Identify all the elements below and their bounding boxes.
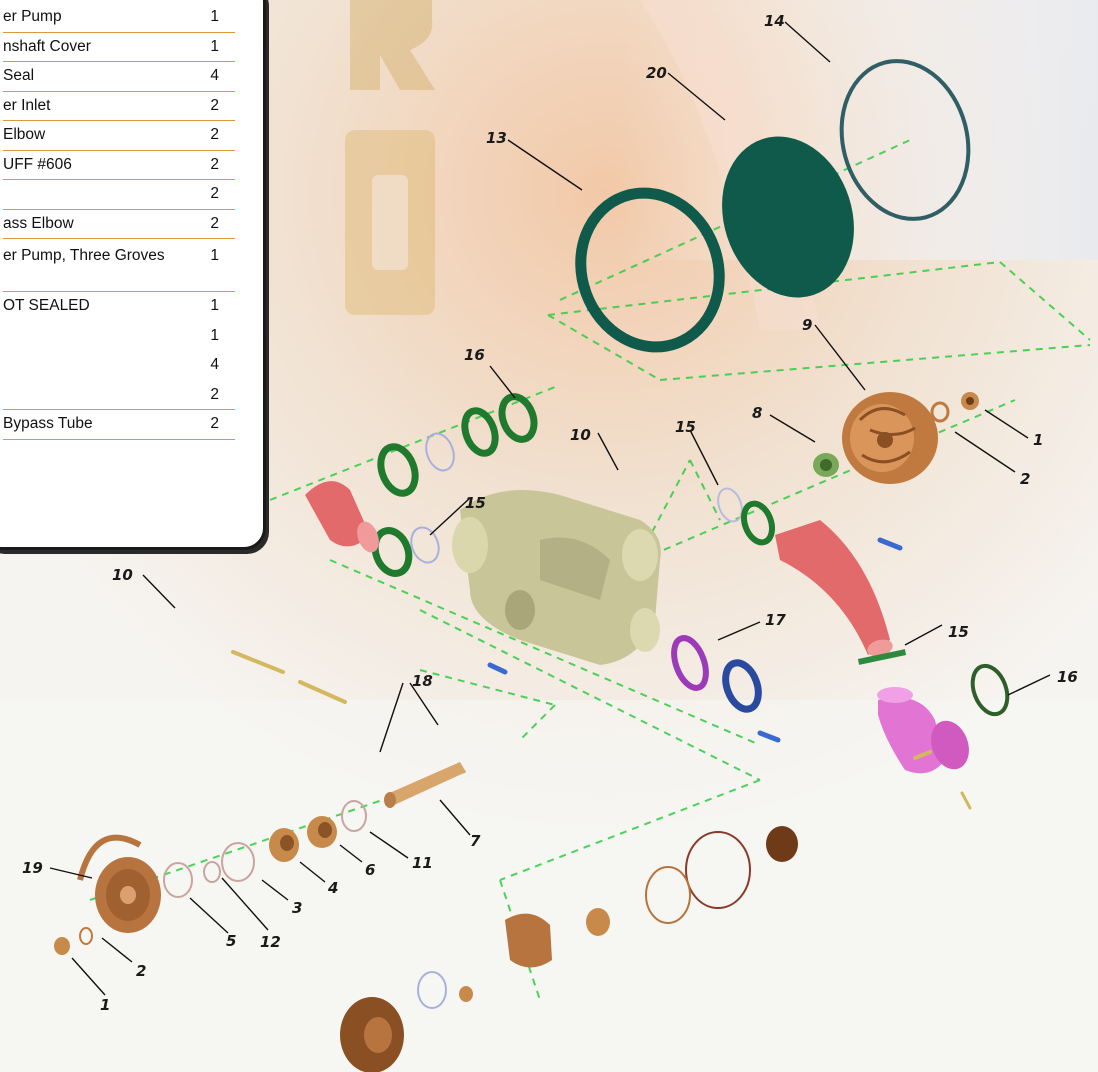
background-letters (345, 0, 435, 315)
callout-5: 5 (226, 932, 236, 950)
hose-elbow-left (305, 481, 379, 553)
callout-2: 2 (1020, 470, 1030, 488)
hose-bypass-tube (775, 520, 893, 657)
callout-1: 1 (1033, 431, 1043, 449)
callout-3: 3 (292, 899, 302, 917)
parts-row: UFF #606 2 (3, 151, 235, 180)
o-ring-15-right (717, 487, 776, 546)
o-rings-lower (163, 800, 367, 898)
part-quantity: 2 (210, 415, 219, 432)
part-quantity: 2 (210, 214, 219, 232)
gasket-16-right (970, 663, 1010, 717)
parts-row: 1 (3, 322, 235, 352)
callout-10-left: 10 (112, 566, 133, 584)
callout-11: 11 (412, 854, 433, 872)
part-description: UFF #606 (3, 155, 72, 173)
parts-list-table: er Pump 1 nshaft Cover 1 Seal 4 er Inlet… (3, 3, 235, 440)
parts-list-panel: er Pump 1 nshaft Cover 1 Seal 4 er Inlet… (0, 0, 266, 550)
gasket-ring-13 (575, 187, 725, 353)
part-quantity: 1 (210, 297, 219, 314)
callout-14: 14 (764, 12, 785, 30)
part-quantity: 1 (210, 326, 219, 344)
parts-row: 2 (3, 180, 235, 210)
bolts (231, 537, 972, 810)
callout-10-top: 10 (570, 426, 591, 444)
gasket-ring-14 (839, 59, 971, 221)
callout-2-bottom: 2 (136, 962, 146, 980)
part-quantity: 2 (210, 96, 219, 114)
part-description: OT SEALED (3, 297, 90, 314)
lower-assembly (340, 826, 798, 1072)
callout-12: 12 (260, 933, 281, 951)
part-quantity: 2 (210, 185, 219, 202)
callout-18: 18 (412, 672, 433, 690)
part-description: er Inlet (3, 96, 51, 114)
part-quantity: 4 (210, 67, 219, 84)
pump-body (452, 490, 661, 665)
clamp-ring-15 (857, 649, 907, 665)
callout-1-bottom: 1 (100, 996, 110, 1014)
parts-row: Seal 4 (3, 62, 235, 92)
callout-9: 9 (802, 316, 812, 334)
callout-15-left: 15 (465, 494, 486, 512)
pulley-19 (77, 834, 161, 933)
part-description: er Pump (3, 8, 62, 25)
callout-labels: 14 20 13 9 8 1 2 16 10 15 15 17 15 16 10… (22, 12, 1078, 1014)
gasket-16-left (371, 393, 538, 577)
parts-row: 2 (3, 381, 235, 410)
nut-1-top (961, 392, 979, 410)
part-quantity: 2 (210, 126, 219, 143)
washer-2-top (930, 401, 950, 423)
callout-15-right: 15 (948, 623, 969, 641)
parts-row: nshaft Cover 1 (3, 33, 235, 62)
callout-17: 17 (765, 611, 786, 629)
callout-20: 20 (646, 64, 667, 82)
bearing-8 (813, 453, 839, 477)
o-rings-15-left (410, 432, 455, 564)
part-quantity: 1 (210, 247, 219, 264)
part-description: nshaft Cover (3, 37, 91, 55)
parts-row: Bypass Tube 2 (3, 410, 235, 440)
parts-row: 4 (3, 351, 235, 381)
parts-row: er Pump 1 (3, 3, 235, 33)
callout-16-right: 16 (1057, 668, 1078, 686)
callout-4: 4 (327, 879, 338, 897)
parts-row: er Pump, Three Groves 1 (3, 239, 235, 292)
callout-7: 7 (470, 832, 481, 850)
nut-1-bottom (54, 937, 70, 955)
part-quantity: 1 (210, 37, 219, 55)
bypass-elbow-pink (877, 687, 969, 774)
part-description: Bypass Tube (3, 415, 93, 432)
parts-row: Elbow 2 (3, 121, 235, 151)
part-quantity: 1 (210, 8, 219, 25)
parts-row: OT SEALED 1 (3, 292, 235, 322)
gasket-17-purple (671, 635, 709, 691)
callout-8: 8 (752, 404, 762, 422)
parts-row: er Inlet 2 (3, 92, 235, 121)
part-description: er Pump, Three Groves (3, 247, 165, 264)
bearing-6 (307, 816, 337, 848)
callout-16-top: 16 (464, 346, 485, 364)
washer-2-bottom (79, 927, 93, 945)
callout-15-top: 15 (675, 418, 696, 436)
shaft-7 (384, 762, 466, 808)
part-description: Seal (3, 67, 35, 84)
part-quantity: 4 (210, 356, 219, 373)
callout-6: 6 (365, 861, 375, 879)
part-description: ass Elbow (3, 214, 74, 232)
gasket-disc-20 (722, 136, 854, 298)
impeller-9 (842, 392, 938, 484)
leader-arrows (49, 21, 1051, 996)
bearing-4 (269, 828, 299, 862)
gasket-blue (722, 659, 762, 713)
part-quantity: 2 (210, 385, 219, 403)
parts-row: ass Elbow 2 (3, 210, 235, 239)
part-quantity: 2 (210, 155, 219, 173)
callout-19: 19 (22, 859, 43, 877)
part-description: Elbow (3, 126, 46, 143)
callout-13: 13 (486, 129, 507, 147)
